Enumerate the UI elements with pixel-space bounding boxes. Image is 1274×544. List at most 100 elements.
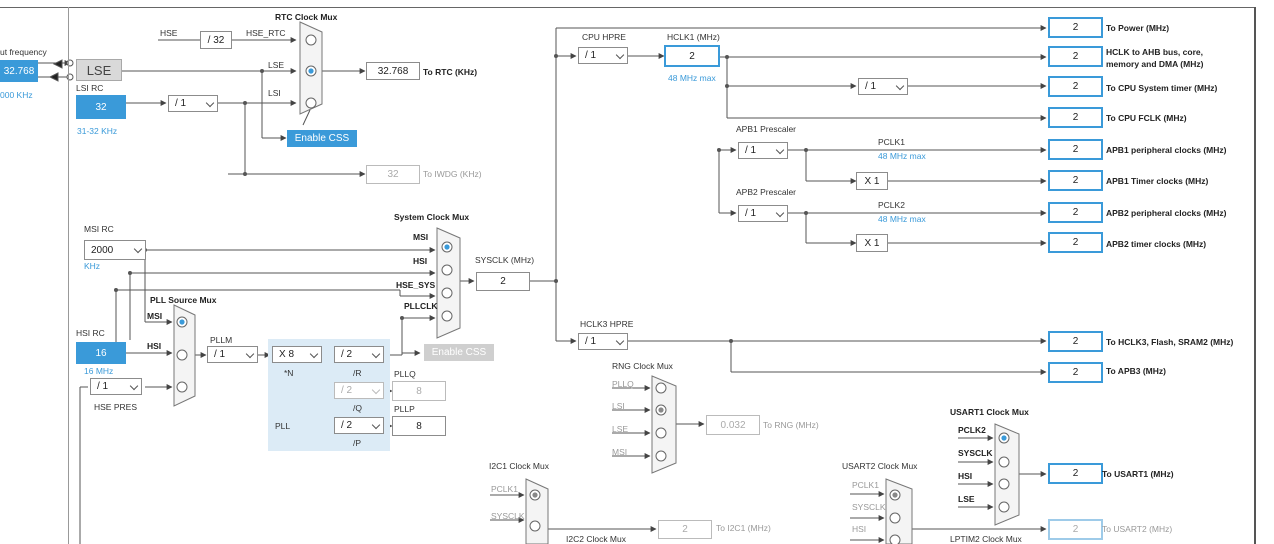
apb1-prescaler-select[interactable]: / 1	[738, 142, 788, 159]
output-apb2-periph-value[interactable]: 2	[1048, 202, 1103, 223]
output-hclk-ahb-value[interactable]: 2	[1048, 46, 1103, 67]
pllq-select[interactable]: / 2	[334, 382, 384, 399]
cpu-hpre-value: / 1	[585, 50, 597, 61]
hclk1-max-label: 48 MHz max	[668, 73, 716, 83]
pclk1-max-label: 48 MHz max	[878, 151, 926, 161]
rtc-output-value[interactable]: 32.768	[366, 62, 420, 80]
usart1-output-value[interactable]: 2	[1048, 463, 1103, 484]
pllq-divider-value: / 2	[341, 385, 353, 396]
enable-css-system-button[interactable]: Enable CSS	[424, 344, 494, 361]
sysclk-value[interactable]: 2	[476, 272, 530, 291]
output-apb1-timer-value[interactable]: 2	[1048, 170, 1103, 191]
hse-pres-label: HSE PRES	[94, 402, 137, 412]
usart1-sysclk-label: SYSCLK	[958, 448, 993, 458]
usart2-output-value[interactable]: 2	[1048, 519, 1103, 540]
usart2-hsi-label: HSI	[852, 524, 867, 534]
pllq-output-value[interactable]: 8	[392, 381, 446, 401]
pllm-value: / 1	[214, 349, 226, 360]
cpu-hpre-select[interactable]: / 1	[578, 47, 628, 64]
chevron-down-icon	[371, 349, 381, 358]
lsi-rc-title: LSI RC	[76, 83, 104, 93]
output-apb3-label: To APB3 (MHz)	[1106, 366, 1166, 376]
lsi-divider-select[interactable]: / 1	[168, 95, 218, 112]
iwdg-output-value[interactable]: 32	[366, 165, 420, 184]
rtc-output-label: To RTC (KHz)	[423, 67, 478, 77]
frame-top-border	[0, 7, 1256, 8]
output-apb1-periph-value[interactable]: 2	[1048, 139, 1103, 160]
chevron-down-icon	[615, 50, 625, 59]
apb2-timer-multiplier: X 1	[856, 234, 888, 252]
i2c1-output-value[interactable]: 2	[658, 520, 712, 539]
pllm-select[interactable]: / 1	[207, 346, 258, 363]
pllp-output-value[interactable]: 8	[392, 416, 446, 436]
rtc-lse-label: LSE	[268, 60, 285, 70]
pll-source-mux-title: PLL Source Mux	[150, 295, 217, 305]
hse-prescaler-value: / 1	[97, 381, 109, 392]
i2c2-mux-title: I2C2 Clock Mux	[566, 534, 626, 544]
apb2-prescaler-value: / 1	[745, 208, 757, 219]
output-power-value[interactable]: 2	[1048, 17, 1103, 38]
msi-frequency-select[interactable]: 2000	[84, 240, 146, 260]
cpu-hpre-label: CPU HPRE	[582, 32, 626, 42]
rtc-mux-title: RTC Clock Mux	[275, 12, 338, 22]
pclk2-max-label: 48 MHz max	[878, 214, 926, 224]
output-hclk3-label: To HCLK3, Flash, SRAM2 (MHz)	[1106, 337, 1234, 347]
sysmux-hse-sys-label: HSE_SYS	[396, 280, 436, 290]
chevron-down-icon	[309, 349, 319, 358]
cpu-systimer-divider-value: / 1	[865, 81, 877, 92]
enable-css-rtc-button[interactable]: Enable CSS	[287, 130, 357, 147]
output-apb2-timer-value[interactable]: 2	[1048, 232, 1103, 253]
output-cpu-fclk-value[interactable]: 2	[1048, 107, 1103, 128]
apb1-prescaler-label: APB1 Prescaler	[736, 124, 796, 134]
hsi-frequency-label: 16 MHz	[84, 366, 114, 376]
chevron-down-icon	[129, 381, 139, 390]
chevron-down-icon	[371, 420, 381, 429]
hse-prescaler-select[interactable]: / 1	[90, 378, 142, 395]
output-cpu-systimer-value[interactable]: 2	[1048, 76, 1103, 97]
rtc-hse-rtc-label: HSE_RTC	[246, 28, 286, 38]
output-hclk-ahb-label: HCLK to AHB bus, core,	[1106, 47, 1203, 57]
plln-select[interactable]: X 8	[272, 346, 322, 363]
rtc-lsi-label: LSI	[268, 88, 281, 98]
output-cpu-fclk-label: To CPU FCLK (MHz)	[1106, 113, 1187, 123]
hclk1-label: HCLK1 (MHz)	[667, 32, 720, 42]
usart1-hsi-label: HSI	[958, 471, 973, 481]
lsi-value: 32	[76, 95, 126, 119]
output-power-label: To Power (MHz)	[1106, 23, 1170, 33]
usart2-pclk1-label: PCLK1	[852, 480, 879, 490]
pllp-select[interactable]: / 2	[334, 417, 384, 434]
chevron-down-icon	[371, 385, 381, 394]
pllr-label: /R	[353, 368, 362, 378]
lse-button[interactable]: LSE	[76, 59, 122, 81]
pllr-select[interactable]: / 2	[334, 346, 384, 363]
hclk1-value[interactable]: 2	[664, 45, 720, 67]
chevron-down-icon	[775, 208, 785, 217]
i2c1-sysclk-label: SYSCLK	[491, 511, 525, 521]
usart1-mux-shape	[994, 423, 1020, 526]
hclk3-hpre-label: HCLK3 HPRE	[580, 319, 634, 329]
rng-lsi-label: LSI	[612, 401, 625, 411]
msi-frequency-value: 2000	[91, 244, 114, 256]
cpu-systimer-divider-select[interactable]: / 1	[858, 78, 908, 95]
lsi-range-label: 31-32 KHz	[77, 126, 118, 136]
usart1-pclk2-label: PCLK2	[958, 425, 986, 435]
output-apb1-timer-label: APB1 Timer clocks (MHz)	[1106, 176, 1209, 186]
pllq-output-label: PLLQ	[394, 369, 416, 379]
output-hclk-ahb-label-line2: memory and DMA (MHz)	[1106, 59, 1204, 69]
apb2-prescaler-label: APB2 Prescaler	[736, 187, 796, 197]
chevron-down-icon	[615, 336, 625, 345]
rng-output-value[interactable]: 0.032	[706, 415, 760, 435]
hclk3-hpre-select[interactable]: / 1	[578, 333, 628, 350]
i2c1-mux-shape	[525, 478, 549, 544]
output-apb2-timer-label: APB2 timer clocks (MHz)	[1106, 239, 1207, 249]
pllp-divider-label: /P	[353, 438, 362, 448]
chevron-down-icon	[133, 244, 143, 254]
apb2-prescaler-select[interactable]: / 1	[738, 205, 788, 222]
lse-range-label: 000 KHz	[0, 90, 33, 100]
output-apb3-value[interactable]: 2	[1048, 362, 1103, 383]
lse-input-value[interactable]: 32.768	[0, 60, 38, 82]
i2c1-pclk1-label: PCLK1	[491, 484, 518, 494]
output-hclk3-value[interactable]: 2	[1048, 331, 1103, 352]
